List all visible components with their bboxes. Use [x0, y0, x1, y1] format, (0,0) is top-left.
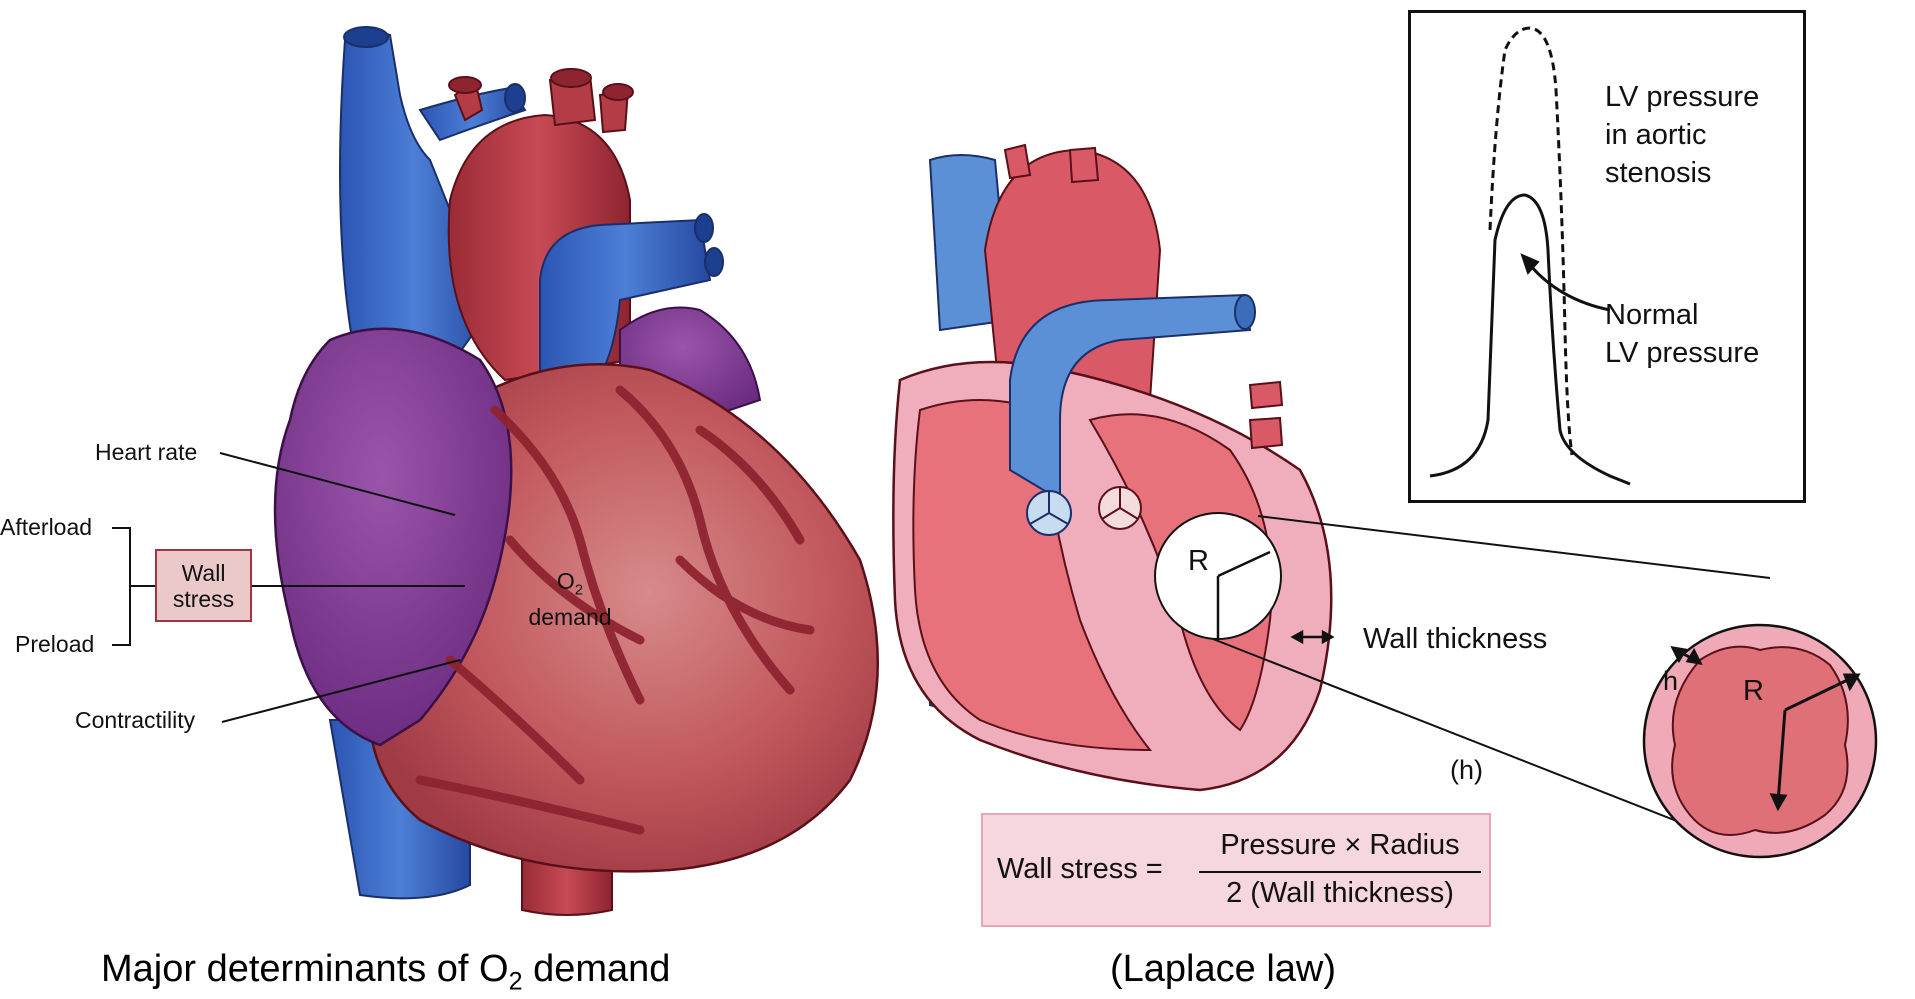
heart-rate-label: Heart rate — [95, 439, 197, 465]
wall-stress-line2: stress — [173, 586, 234, 612]
laplace-formula-box: Wall stress = Pressure × Radius 2 (Wall … — [981, 813, 1491, 927]
left-caption-main: Major determinants of O — [101, 948, 509, 990]
o2-demand-label: O2 demand — [520, 568, 620, 630]
formula-numerator: Pressure × Radius — [1199, 829, 1481, 862]
preload-label: Preload — [15, 631, 94, 657]
normal-lv-pressure-label: Normal LV pressure — [1605, 296, 1759, 372]
aortic-stenosis-label: LV pressure in aortic stenosis — [1605, 78, 1759, 192]
wall-thickness-label: Wall thickness — [1363, 623, 1547, 655]
aortic-line1: LV pressure — [1605, 81, 1759, 113]
normal-line2: LV pressure — [1605, 337, 1759, 369]
zoom-h-label: h — [1663, 668, 1678, 694]
h-paren-label: (h) — [1450, 757, 1483, 783]
aortic-line2: in aortic — [1605, 119, 1707, 151]
left-caption: Major determinants of O2 demand — [101, 948, 670, 997]
afterload-label: Afterload — [0, 514, 92, 540]
o2-subscript: 2 — [575, 582, 583, 599]
left-heart-illustration — [275, 27, 878, 915]
left-caption-end: demand — [523, 948, 671, 990]
aortic-line3: stenosis — [1605, 157, 1711, 189]
normal-line1: Normal — [1605, 299, 1698, 331]
radius-label: R — [1188, 548, 1209, 574]
right-caption: (Laplace law) — [1110, 948, 1336, 991]
formula-fraction-bar — [1199, 871, 1481, 873]
zoom-circle — [1644, 625, 1876, 857]
contractility-label: Contractility — [75, 707, 195, 733]
wall-stress-box: Wall stress — [155, 549, 252, 622]
demand-text: demand — [528, 604, 611, 630]
formula-denominator: 2 (Wall thickness) — [1199, 877, 1481, 910]
left-caption-subscript: 2 — [509, 968, 523, 996]
formula-lhs: Wall stress = — [997, 853, 1163, 886]
o2-text: O — [557, 568, 575, 594]
wall-stress-line1: Wall — [173, 560, 234, 586]
zoom-r-label: R — [1743, 678, 1764, 704]
svc-opening — [344, 27, 388, 47]
